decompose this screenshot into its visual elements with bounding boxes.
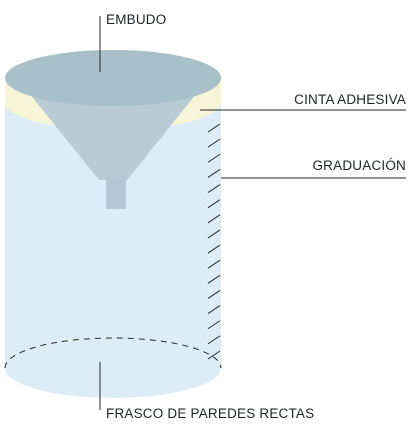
graduation-tick: [207, 229, 221, 239]
graduation-tick: [207, 320, 221, 330]
funnel-spout: [106, 179, 126, 209]
graduation-tick: [207, 290, 221, 299]
graduation-tick: [207, 274, 221, 284]
funnel-top: [5, 50, 221, 106]
graduation-tick: [207, 184, 221, 193]
graduation-tick: [207, 244, 221, 254]
graduation-tick: [207, 259, 221, 269]
graduation-tick: [207, 138, 221, 148]
graduation-tick: [207, 123, 221, 133]
graduation-tick: [207, 153, 221, 163]
graduation-tick: [207, 305, 221, 315]
straight-walled-jar: [4, 104, 222, 398]
graduation-tick: [207, 199, 221, 209]
funnel-label: EMBUDO: [106, 12, 166, 27]
graduation-marks: [207, 123, 221, 360]
tape-label: CINTA ADHESIVA: [294, 92, 406, 107]
funnel: [5, 50, 221, 209]
graduation-tick: [207, 168, 221, 178]
graduation-tick: [207, 214, 221, 224]
funnel-cone: [25, 88, 201, 180]
graduation-tick: [207, 350, 221, 360]
graduation-tick: [207, 335, 221, 345]
jar-label: FRASCO DE PAREDES RECTAS: [106, 406, 314, 421]
leader-lines: [99, 16, 406, 410]
graduation-label: GRADUACIÓN: [312, 158, 406, 173]
